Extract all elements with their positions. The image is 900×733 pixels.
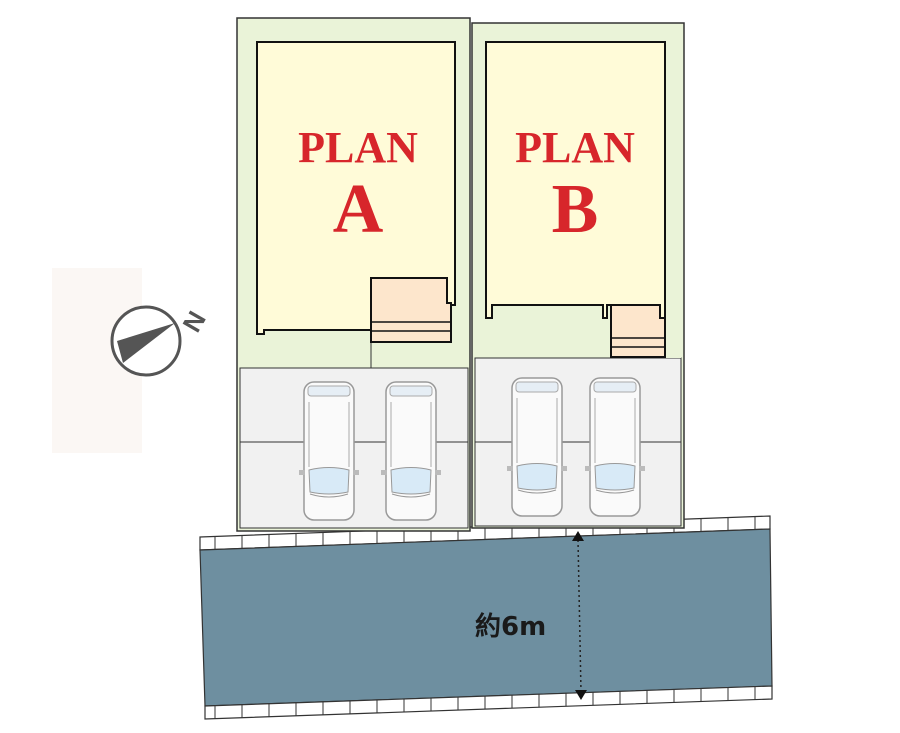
parked-cars (299, 377, 645, 521)
plan-a-label: PLAN (298, 123, 418, 172)
car-icon (585, 377, 645, 517)
north-arrow-icon (117, 323, 175, 363)
arrow-down-icon (575, 690, 587, 700)
plan-b-letter: B (552, 171, 599, 248)
car-icon (381, 381, 441, 521)
entrance-b (610, 304, 666, 358)
car-icon (299, 381, 359, 521)
plan-a-letter: A (333, 171, 384, 248)
car-icon (507, 377, 567, 517)
compass-north-label: N (176, 306, 211, 337)
plan-b-label: PLAN (515, 123, 635, 172)
width-dimension-line (577, 539, 582, 693)
entrance-a (370, 277, 452, 343)
arrow-up-icon (572, 531, 584, 541)
road-width-label: 約6m (475, 611, 546, 642)
compass: N (110, 305, 212, 377)
lot-plan-b[interactable]: PLAN B (471, 22, 685, 529)
road: 約6m (199, 515, 773, 720)
